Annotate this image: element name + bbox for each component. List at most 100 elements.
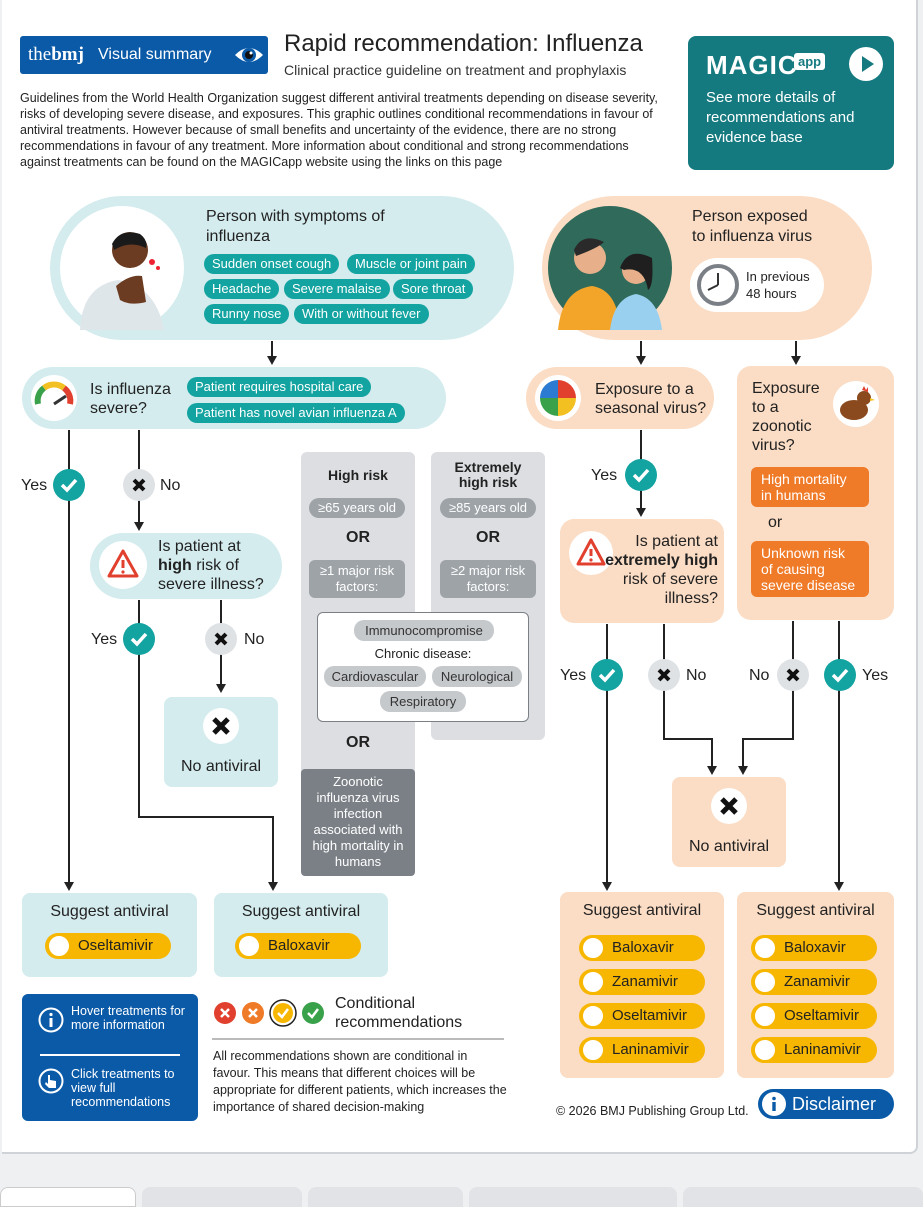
copyright: © 2026 BMJ Publishing Group Ltd. (556, 1104, 749, 1118)
risk-factor-pill[interactable]: Neurological (432, 666, 522, 687)
conditional-check-icon (753, 1004, 777, 1028)
treatment-pill[interactable]: Baloxavir (235, 933, 361, 959)
severe-criteria-pill[interactable]: Patient has novel avian influenza A (187, 403, 405, 423)
yes-label: Yes (91, 631, 118, 648)
visual-summary-card: thebmj Visual summary Rapid recommendati… (2, 0, 918, 1154)
bottom-tab[interactable] (142, 1187, 302, 1207)
warning-icon (569, 531, 613, 575)
bottom-tab[interactable] (308, 1187, 463, 1207)
exposed-people-icon (548, 206, 672, 330)
zoonotic-option[interactable]: High mortality in humans (751, 467, 869, 507)
conditional-check-icon (581, 936, 605, 960)
extreme-risk-question: Is patient at extremely high risk of sev… (605, 533, 718, 607)
suggest-title: Suggest antiviral (50, 903, 169, 920)
high-risk-title: High risk (328, 467, 388, 483)
yes-check-icon (53, 469, 85, 501)
severity-gauge-icon (31, 375, 77, 421)
magic-brand: MAGIC (706, 50, 798, 80)
zoonotic-question: Exposure to a zoonotic virus? (752, 380, 820, 454)
symptom-pill[interactable]: Muscle or joint pain (347, 254, 475, 274)
legend-divider (212, 1038, 504, 1040)
severe-criteria-pill[interactable]: Patient requires hospital care (187, 377, 372, 397)
chicken-icon (833, 381, 879, 427)
help-box: Hover treatments for more information Cl… (22, 994, 198, 1121)
or-label: OR (346, 529, 370, 546)
symptom-pill[interactable]: Runny nose (204, 304, 290, 324)
no-label: No (244, 631, 265, 648)
clock-icon (697, 264, 739, 306)
recommendation-legend-icons (214, 999, 324, 1027)
symptoms-title: Person with symptoms of influenza (206, 208, 385, 245)
conditional-check-icon (581, 1004, 605, 1028)
high-risk-factors: ≥1 major risk factors: (309, 560, 405, 598)
conditional-check-icon (581, 1038, 605, 1062)
disclaimer-button[interactable]: Disclaimer (758, 1089, 894, 1119)
no-cross-icon (777, 659, 809, 691)
logo-the: the (28, 44, 52, 65)
seasonal-question: Exposure to a seasonal virus? (595, 381, 707, 417)
conditional-check-icon (237, 934, 261, 958)
no-cross-icon (205, 623, 237, 655)
risk-factor-pill[interactable]: Cardiovascular (324, 666, 426, 687)
conditional-check-icon (581, 970, 605, 994)
cross-icon (203, 708, 239, 744)
suggest-title: Suggest antiviral (241, 903, 361, 920)
click-help-text: Click treatments to view full recommenda… (71, 1067, 175, 1109)
extreme-risk-title: Extremely high risk (454, 459, 522, 490)
conditional-check-icon (47, 934, 71, 958)
zoonotic-or: or (768, 514, 783, 531)
magicapp-link[interactable]: MAGIC app See more details of recommenda… (688, 36, 894, 170)
yes-check-icon (824, 659, 856, 691)
zoonotic-high-mortality: Zoonotic influenza virus infection assoc… (301, 769, 415, 876)
treatment-pill[interactable]: Zanamivir (751, 969, 877, 995)
yes-label: Yes (591, 467, 618, 484)
high-risk-question: Is patient at high risk of severe illnes… (158, 538, 264, 593)
bottom-tab[interactable] (469, 1187, 677, 1207)
symptom-pill[interactable]: Severe malaise (284, 279, 390, 299)
no-label: No (160, 477, 181, 494)
logo-bmj: bmj (51, 44, 84, 65)
treatment-pill[interactable]: Laninamivir (751, 1037, 877, 1063)
risk-factor-pill[interactable]: Respiratory (380, 691, 466, 712)
treatment-pill[interactable]: Laninamivir (579, 1037, 705, 1063)
treatment-pill[interactable]: Baloxavir (751, 935, 877, 961)
bmj-logo[interactable]: thebmj Visual summary (20, 36, 268, 74)
clock-text: In previous 48 hours (746, 269, 810, 301)
legend-note: All recommendations shown are conditiona… (213, 1049, 507, 1114)
no-antiviral-label: No antiviral (180, 758, 262, 775)
help-divider (40, 1054, 180, 1056)
page-subtitle: Clinical practice guideline on treatment… (284, 62, 627, 78)
chronic-label: Chronic disease: (374, 646, 472, 661)
clock-box: In previous 48 hours (690, 258, 824, 312)
symptom-pill[interactable]: Sore throat (393, 279, 474, 299)
treatment-pill[interactable]: Zanamivir (579, 969, 705, 995)
play-icon (849, 47, 883, 81)
bottom-tab[interactable] (0, 1187, 136, 1207)
info-icon (762, 1092, 786, 1116)
treatment-pill[interactable]: Oseltamivir (751, 1003, 877, 1029)
or-label: OR (346, 734, 370, 751)
high-risk-age: ≥65 years old (309, 498, 405, 518)
risk-factor-pill[interactable]: Immunocompromise (354, 620, 494, 641)
no-antiviral-box: No antiviral (164, 697, 278, 787)
yes-label: Yes (21, 477, 48, 494)
treatment-pill[interactable]: Oseltamivir (579, 1003, 705, 1029)
symptom-pill[interactable]: Sudden onset cough (204, 254, 340, 274)
zoonotic-option[interactable]: Unknown risk of causing severe disease (751, 541, 869, 597)
yes-check-icon (625, 459, 657, 491)
severe-question: Is influenza severe? (90, 381, 171, 417)
no-antiviral-label: No antiviral (688, 838, 770, 855)
conditional-check-icon (753, 970, 777, 994)
yes-label: Yes (560, 667, 587, 684)
treatment-pill[interactable]: Oseltamivir (45, 933, 171, 959)
treatment-pill[interactable]: Baloxavir (579, 935, 705, 961)
symptom-pill[interactable]: With or without fever (294, 304, 429, 324)
symptom-pill[interactable]: Headache (204, 279, 280, 299)
bottom-tab[interactable] (683, 1187, 923, 1207)
cross-icon (711, 788, 747, 824)
conditional-check-icon (753, 1038, 777, 1062)
extreme-risk-factors: ≥2 major risk factors: (440, 560, 536, 598)
yes-label: Yes (862, 667, 889, 684)
suggest-title: Suggest antiviral (756, 902, 875, 919)
virus-strains-icon (535, 375, 581, 421)
